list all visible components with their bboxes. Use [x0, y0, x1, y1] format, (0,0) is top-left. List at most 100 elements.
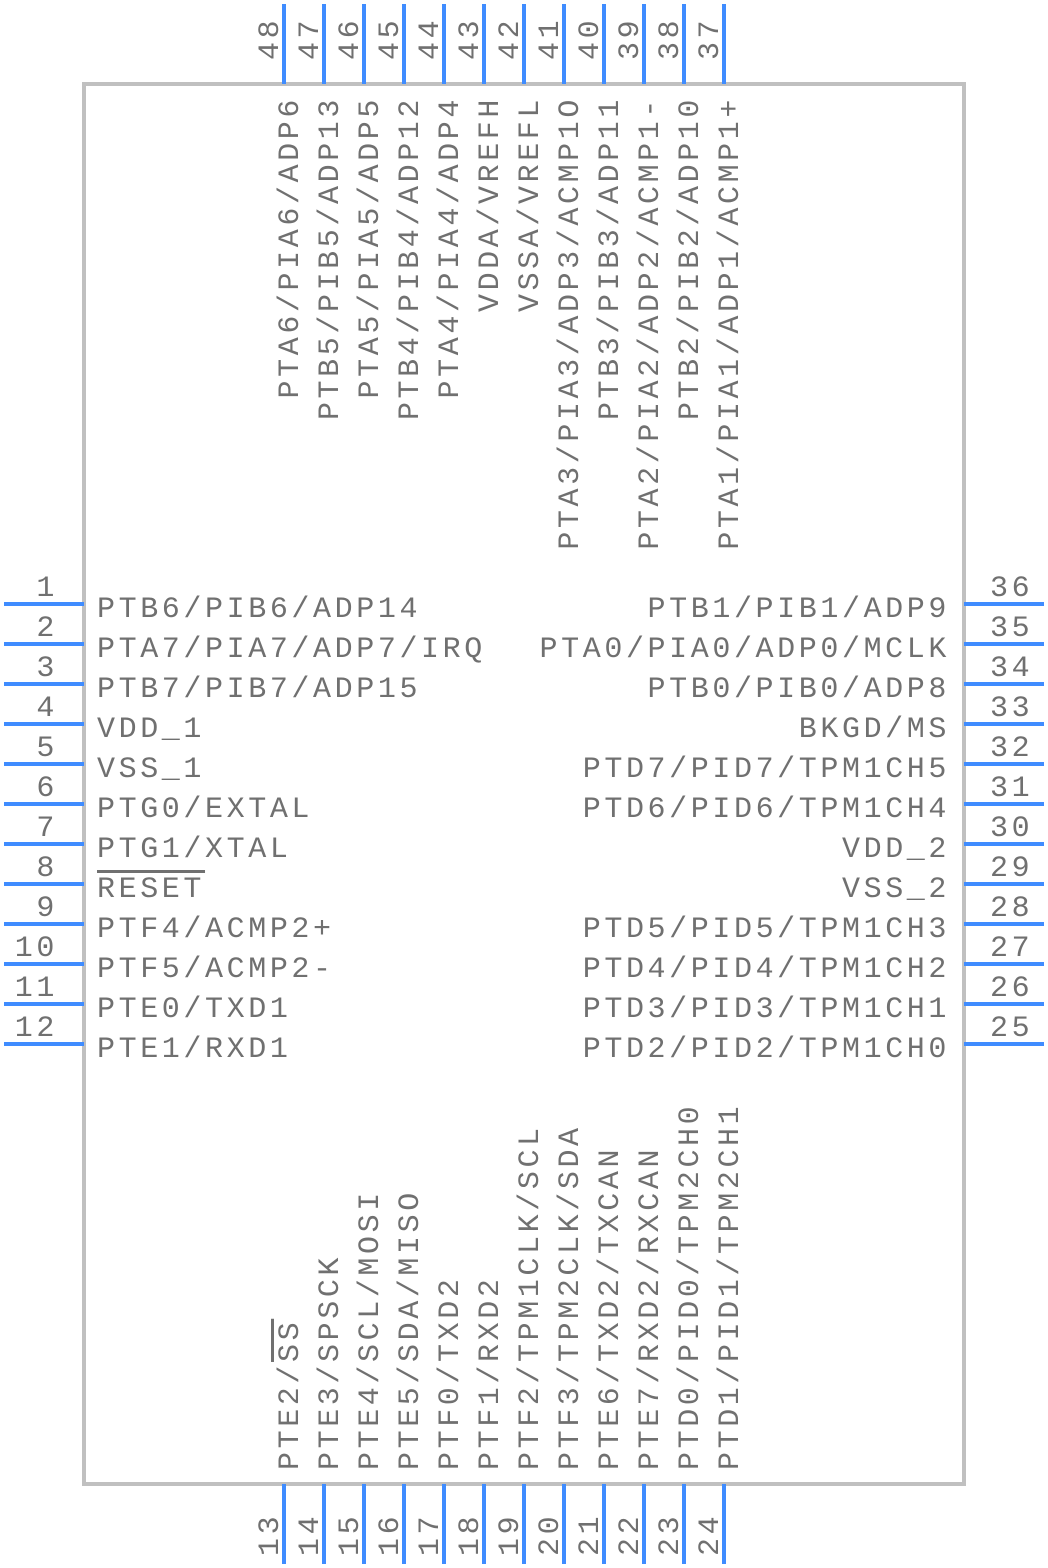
pin-number: 34 [990, 652, 1033, 686]
pin-label-part: PTA4/PIA4/ADP4 [434, 96, 468, 398]
pin-label: PTD7/PID7/TPM1CH5 [583, 753, 950, 787]
pin-number: 12 [15, 1012, 58, 1046]
pin-number: 31 [990, 772, 1033, 806]
pin-label: PTF2/TPM1CLK/SCL [514, 1124, 548, 1470]
pin-number: 22 [614, 1513, 648, 1556]
pin-label-part: PTA2/PIA2/ADP2/ACMP1- [634, 96, 668, 550]
pin-label-part: PTA0/PIA0/ADP0/MCLK [540, 633, 950, 667]
pin-label: PTB1/PIB1/ADP9 [648, 593, 950, 627]
pin-label-part: VSS_2 [842, 873, 950, 907]
pin-label-part: VSSA/VREFL [514, 96, 548, 312]
pin-label-part: PTG0/EXTAL [97, 793, 313, 827]
pin-label: PTD0/PID0/TPM2CH0 [674, 1103, 708, 1470]
pin-label-part: PTB4/PIB4/ADP12 [394, 96, 428, 420]
pin-label: PTB3/PIB3/ADP11 [594, 96, 628, 420]
pin-number: 23 [654, 1513, 688, 1556]
pin-number: 38 [654, 17, 688, 60]
pin-label-part: BKGD/MS [799, 713, 950, 747]
pin-label: PTE0/TXD1 [97, 993, 291, 1027]
pin-number: 28 [990, 892, 1033, 926]
pin-number: 7 [36, 812, 58, 846]
pin-number: 32 [990, 732, 1033, 766]
pin-number: 33 [990, 692, 1033, 726]
pin-number: 27 [990, 932, 1033, 966]
pin-label-part: PTE6/TXD2/TXCAN [594, 1146, 628, 1470]
pin-label-part: PTF5/ACMP2- [97, 953, 335, 987]
pin-label: PTA1/PIA1/ADP1/ACMP1+ [714, 96, 748, 550]
pin-label: PTB4/PIB4/ADP12 [394, 96, 428, 420]
pin-label-part: PTA3/PIA3/ADP3/ACMP1O [554, 96, 588, 550]
pin-label-part: PTB0/PIB0/ADP8 [648, 673, 950, 707]
pin-number: 25 [990, 1012, 1033, 1046]
pin-number: 3 [36, 652, 58, 686]
pin-label: PTD3/PID3/TPM1CH1 [583, 993, 950, 1027]
pin-label: PTB7/PIB7/ADP15 [97, 673, 421, 707]
pin-label-part: PTB2/PIB2/ADP10 [674, 96, 708, 420]
pin-label-part: PTB7/PIB7/ADP15 [97, 673, 421, 707]
pin-label: PTA6/PIA6/ADP6 [274, 96, 308, 398]
pin-number: 8 [36, 852, 58, 886]
pin-label: PTB6/PIB6/ADP14 [97, 593, 421, 627]
pin-label-part: VDD_1 [97, 713, 205, 747]
pin-label-part: PTB6/PIB6/ADP14 [97, 593, 421, 627]
pin-number: 15 [334, 1513, 368, 1556]
pin-number: 45 [374, 17, 408, 60]
pin-number: 43 [454, 17, 488, 60]
pin-label: PTG1/XTAL [97, 833, 291, 867]
pin-number: 18 [454, 1513, 488, 1556]
pin-number: 40 [574, 17, 608, 60]
pin-label-part: PTE7/RXD2/RXCAN [634, 1146, 668, 1470]
pin-label-part: PTA6/PIA6/ADP6 [274, 96, 308, 398]
pin-label: PTF1/RXD2 [474, 1276, 508, 1470]
pin-label: PTE7/RXD2/RXCAN [634, 1146, 668, 1470]
pin-label-part: PTF3/TPM2CLK/SDA [554, 1124, 588, 1470]
pin-number: 44 [414, 17, 448, 60]
pin-label: PTA0/PIA0/ADP0/MCLK [540, 633, 950, 667]
pin-number: 29 [990, 852, 1033, 886]
pin-label-part: PTD5/PID5/TPM1CH3 [583, 913, 950, 947]
pin-label: PTA3/PIA3/ADP3/ACMP1O [554, 96, 588, 550]
pin-label: PTA5/PIA5/ADP5 [354, 96, 388, 398]
pin-label: PTF4/ACMP2+ [97, 913, 335, 947]
pin-label: PTA4/PIA4/ADP4 [434, 96, 468, 398]
pin-label-part: PTD1/PID1/TPM2CH1 [714, 1103, 748, 1470]
pin-label: PTD2/PID2/TPM1CH0 [583, 1033, 950, 1067]
pin-number: 1 [36, 572, 58, 606]
pin-number: 46 [334, 17, 368, 60]
pin-label: VDD_1 [97, 713, 205, 747]
pin-label: BKGD/MS [799, 713, 950, 747]
pin-label-part: PTB1/PIB1/ADP9 [648, 593, 950, 627]
pin-number: 5 [36, 732, 58, 766]
pin-label-part: PTD4/PID4/TPM1CH2 [583, 953, 950, 987]
pin-label: PTF3/TPM2CLK/SDA [554, 1124, 588, 1470]
pin-label-part: PTE0/TXD1 [97, 993, 291, 1027]
pin-label-part: PTG1/XTAL [97, 833, 291, 867]
pin-number: 42 [494, 17, 528, 60]
pin-number: 30 [990, 812, 1033, 846]
pin-label: PTB0/PIB0/ADP8 [648, 673, 950, 707]
pin-label: PTD4/PID4/TPM1CH2 [583, 953, 950, 987]
pin-label: PTB2/PIB2/ADP10 [674, 96, 708, 420]
pin-number: 9 [36, 892, 58, 926]
pin-number: 11 [15, 972, 58, 1006]
pin-label: PTE4/SCL/MOSI [354, 1189, 388, 1470]
pin-number: 26 [990, 972, 1033, 1006]
pin-number: 24 [694, 1513, 728, 1556]
pin-label: PTA7/PIA7/ADP7/IRQ [97, 633, 486, 667]
pin-number: 17 [414, 1513, 448, 1556]
pin-label-part: SS [274, 1319, 308, 1362]
pin-label-part: PTF2/TPM1CLK/SCL [514, 1124, 548, 1470]
pin-number: 35 [990, 612, 1033, 646]
pin-number: 14 [294, 1513, 328, 1556]
pin-label: PTF5/ACMP2- [97, 953, 335, 987]
pin-label: VSSA/VREFL [514, 96, 548, 312]
pin-number: 19 [494, 1513, 528, 1556]
pin-label: PTD5/PID5/TPM1CH3 [583, 913, 950, 947]
pin-label-part: PTE4/SCL/MOSI [354, 1189, 388, 1470]
pin-label-part: PTE5/SDA/MISO [394, 1189, 428, 1470]
pin-number: 10 [15, 932, 58, 966]
pin-label: PTA2/PIA2/ADP2/ACMP1- [634, 96, 668, 550]
pin-label: RESET [97, 873, 205, 907]
pin-label: PTE5/SDA/MISO [394, 1189, 428, 1470]
